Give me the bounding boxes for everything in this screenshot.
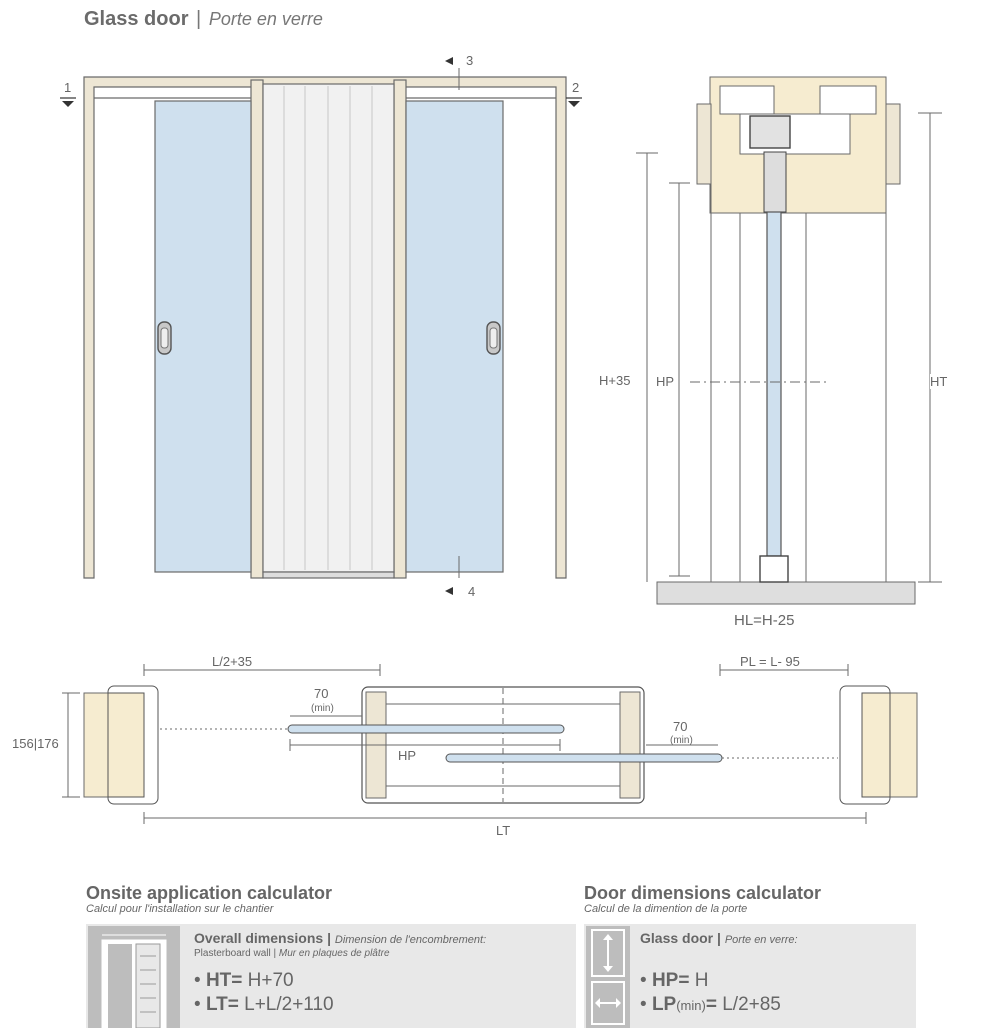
plasterboard-wall-sep: | xyxy=(273,948,277,959)
label-70-b: 70 xyxy=(673,719,688,734)
section-marker-1: 1 xyxy=(64,80,72,95)
door-calculator-title: Door dimensions calculator xyxy=(584,883,822,903)
overall-dimensions-en: Overall dimensions xyxy=(194,930,324,946)
label-hp-plan: HP xyxy=(398,748,417,763)
glass-section xyxy=(766,211,782,557)
jamb-left-fill xyxy=(107,692,145,798)
formula-ht: • HT= H+70 xyxy=(194,970,294,991)
front-elevation xyxy=(60,57,582,595)
jamb-left-top xyxy=(696,103,712,185)
plasterboard-wall-en: Plasterboard wall xyxy=(194,948,271,959)
section-arrow-2 xyxy=(568,101,580,107)
label-70-a: 70 xyxy=(314,686,329,701)
label-hp-section: HP xyxy=(656,374,675,389)
label-hl: HL=H-25 xyxy=(734,612,795,629)
title-english: Glass door xyxy=(84,8,189,30)
glass-door-en: Glass door xyxy=(640,930,714,946)
onsite-icon-box xyxy=(88,926,180,1028)
glass-door-fr: Porte en verre: xyxy=(724,934,798,946)
title-separator: | xyxy=(196,8,202,30)
label-lt: LT xyxy=(496,823,511,838)
jamb-right-top xyxy=(885,103,901,185)
floor-guide xyxy=(759,555,789,583)
plan-view xyxy=(62,664,918,824)
left-pocket-post xyxy=(250,79,264,579)
section-arrow-1 xyxy=(62,101,74,107)
label-l2-35: L/2+35 xyxy=(212,654,253,669)
trolley xyxy=(749,115,791,149)
glass-door-panel-title: Glass door | Porte en verre: xyxy=(640,930,798,946)
label-min-b: (min) xyxy=(670,735,693,746)
formula-ht-key: HT= xyxy=(205,970,243,991)
overall-dimensions-fr: Dimension de l'encombrement: xyxy=(334,934,487,946)
formula-lp-value: L/2+85 xyxy=(722,994,781,1015)
formula-lp-key: LP xyxy=(651,994,677,1015)
pocket-floor-plate xyxy=(262,571,395,579)
title-french: Porte en verre xyxy=(208,9,323,29)
label-pl: PL = L- 95 xyxy=(740,654,800,669)
handle-left-inner xyxy=(160,327,169,349)
onsite-calculator-subtitle: Calcul pour l'installation sur le chanti… xyxy=(86,903,274,915)
section-marker-3: 3 xyxy=(466,53,474,68)
glass-door-sep: | xyxy=(717,930,721,946)
label-ht: HT xyxy=(930,374,948,389)
door-icon-box xyxy=(586,926,630,1028)
hanger xyxy=(763,151,787,213)
floor-slab xyxy=(656,581,916,605)
handle-right-inner xyxy=(489,327,498,349)
door-calculator-subtitle: Calcul de la dimention de la porte xyxy=(584,903,748,915)
label-min-a: (min) xyxy=(311,703,334,714)
right-pocket-post xyxy=(393,79,407,579)
leaf-plan-2 xyxy=(445,753,723,763)
onsite-calculator-title: Onsite application calculator xyxy=(86,883,333,903)
wall-door-icon xyxy=(101,934,167,1028)
formula-hp: • HP= H xyxy=(640,970,709,991)
section-arrow-4 xyxy=(445,587,453,595)
formula-ht-value: H+70 xyxy=(247,970,294,991)
door-panel xyxy=(584,924,916,1028)
jamb-right-fill xyxy=(861,692,891,798)
header-cavity-left xyxy=(719,85,775,115)
formula-lt-key: LT= xyxy=(205,994,239,1015)
formula-lt-value: L+L/2+110 xyxy=(244,994,334,1015)
vertical-section xyxy=(636,76,942,605)
formula-lp-subscript: (min) xyxy=(676,998,706,1013)
outer-frame xyxy=(83,76,567,579)
section-arrow-3 xyxy=(445,57,453,65)
overall-dimensions-title: Overall dimensions | Dimension de l'enco… xyxy=(194,930,486,946)
plasterboard-wall-fr: Mur en plaques de plâtre xyxy=(278,948,390,959)
section-marker-4: 4 xyxy=(468,584,476,599)
leaf-plan-1 xyxy=(287,724,565,734)
label-h35: H+35 xyxy=(599,373,631,388)
formula-hp-key: HP= xyxy=(651,970,690,991)
header-cavity-right xyxy=(819,85,877,115)
formula-hp-value: H xyxy=(694,970,709,991)
label-depth: 156|176 xyxy=(12,736,59,751)
overall-dimensions-sep: | xyxy=(327,930,331,946)
section-marker-2: 2 xyxy=(572,80,580,95)
formula-lp: • LP(min)= L/2+85 xyxy=(640,994,781,1015)
formula-lt: • LT= L+L/2+110 xyxy=(194,994,334,1015)
page-title: Glass door | Porte en verre xyxy=(84,8,323,31)
dimension-arrows-icon xyxy=(591,929,625,1025)
pocket-post-right xyxy=(619,691,641,799)
formula-lp-equals: = xyxy=(705,994,717,1015)
plasterboard-wall-label: Plasterboard wall | Mur en plaques de pl… xyxy=(194,948,390,959)
